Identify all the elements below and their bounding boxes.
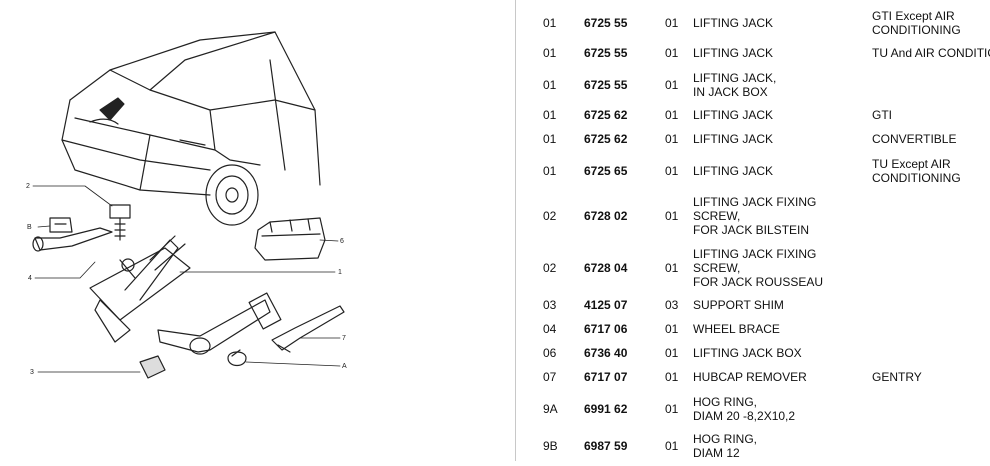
callout-4: 4 (28, 275, 32, 282)
callout-leader-lines (32, 185, 341, 373)
table-row: 01 6725 55 01 LIFTING JACK TU And AIR CO… (516, 46, 990, 60)
table-row: 07 6717 07 01 HUBCAP REMOVER GENTRY (516, 370, 990, 384)
quantity-cell: 01 (665, 261, 679, 275)
jack-box-illustration (254, 217, 326, 261)
quantity-cell: 01 (665, 346, 679, 360)
callout-2: 2 (26, 183, 30, 190)
quantity-cell: 01 (665, 209, 679, 223)
hog-ring-b-illustration (49, 217, 73, 233)
table-row: 01 6725 65 01 LIFTING JACK TU Except AIR… (516, 156, 990, 186)
fixing-screw-illustration (109, 204, 131, 241)
part-number-cell: 6717 06 (584, 322, 628, 336)
part-number-cell: 6725 55 (584, 46, 628, 60)
quantity-cell: 01 (665, 370, 679, 384)
note-cell: TU Except AIR CONDITIONING (872, 157, 961, 185)
car-illustration (61, 31, 321, 226)
part-number-cell: 6991 62 (584, 402, 628, 416)
part-number-cell: 4125 07 (584, 298, 628, 312)
wheel-brace-illustration (157, 292, 282, 355)
description-cell: LIFTING JACK, IN JACK BOX (693, 71, 777, 99)
table-row: 01 6725 62 01 LIFTING JACK CONVERTIBLE (516, 132, 990, 146)
quantity-cell: 01 (665, 164, 679, 178)
table-row: 01 6725 55 01 LIFTING JACK, IN JACK BOX (516, 70, 990, 100)
callout-6: 6 (340, 238, 344, 245)
note-cell: GTI Except AIR CONDITIONING (872, 9, 961, 37)
description-cell: HUBCAP REMOVER (693, 370, 807, 384)
ref-cell: 01 (543, 16, 557, 30)
description-cell: LIFTING JACK (693, 108, 774, 122)
parts-diagram: 2 B 4 1 6 7 3 A (26, 31, 347, 379)
table-row: 01 6725 55 01 LIFTING JACK GTI Except AI… (516, 8, 990, 38)
description-cell: LIFTING JACK (693, 132, 774, 146)
part-number-cell: 6717 07 (584, 370, 628, 384)
note-cell: TU And AIR CONDITIONING (872, 46, 990, 60)
part-number-cell: 6725 62 (584, 132, 628, 146)
ref-cell: 01 (543, 132, 557, 146)
ref-cell: 01 (543, 78, 557, 92)
ref-cell: 9A (543, 402, 558, 416)
quantity-cell: 01 (665, 439, 679, 453)
callout-3: 3 (30, 369, 34, 376)
part-number-cell: 6725 65 (584, 164, 628, 178)
ref-cell: 01 (543, 108, 557, 122)
description-cell: WHEEL BRACE (693, 322, 780, 336)
part-number-cell: 6725 62 (584, 108, 628, 122)
part-number-cell: 6725 55 (584, 78, 628, 92)
callout-a: A (342, 363, 347, 370)
callout-1: 1 (338, 269, 342, 276)
note-cell: GTI (872, 108, 892, 122)
lifting-jack-illustration (89, 235, 191, 343)
ref-cell: 02 (543, 209, 557, 223)
part-number-cell: 6728 04 (584, 261, 628, 275)
quantity-cell: 01 (665, 46, 679, 60)
hog-ring-a-illustration (227, 349, 247, 367)
table-row: 02 6728 04 01 LIFTING JACK FIXING SCREW,… (516, 246, 990, 290)
part-number-cell: 6725 55 (584, 16, 628, 30)
ref-cell: 07 (543, 370, 557, 384)
table-row: 9B 6987 59 01 HOG RING, DIAM 12 (516, 432, 990, 460)
ref-cell: 02 (543, 261, 557, 275)
description-cell: LIFTING JACK FIXING SCREW, FOR JACK BILS… (693, 195, 817, 237)
part-number-cell: 6736 40 (584, 346, 628, 360)
support-shim-illustration (139, 355, 166, 379)
jack-tools-illustration: 2 B 4 1 6 7 3 A (26, 31, 347, 379)
quantity-cell: 01 (665, 16, 679, 30)
hubcap-remover-illustration (271, 305, 345, 353)
description-cell: LIFTING JACK FIXING SCREW, FOR JACK ROUS… (693, 247, 824, 289)
description-cell: LIFTING JACK (693, 164, 774, 178)
table-row: 06 6736 40 01 LIFTING JACK BOX (516, 346, 990, 360)
part-number-cell: 6987 59 (584, 439, 628, 453)
callout-7: 7 (342, 335, 346, 342)
part-number-cell: 6728 02 (584, 209, 628, 223)
table-row: 04 6717 06 01 WHEEL BRACE (516, 322, 990, 336)
note-cell: CONVERTIBLE (872, 132, 957, 146)
description-cell: LIFTING JACK (693, 16, 774, 30)
wheel-brace-small-illustration (32, 227, 113, 252)
table-row: 03 4125 07 03 SUPPORT SHIM (516, 298, 990, 312)
ref-cell: 01 (543, 164, 557, 178)
quantity-cell: 01 (665, 402, 679, 416)
parts-list: 01 6725 55 01 LIFTING JACK GTI Except AI… (516, 0, 990, 461)
description-cell: SUPPORT SHIM (693, 298, 784, 312)
quantity-cell: 01 (665, 108, 679, 122)
table-row: 01 6725 62 01 LIFTING JACK GTI (516, 108, 990, 122)
description-cell: HOG RING, DIAM 12 (693, 432, 758, 460)
ref-cell: 01 (543, 46, 557, 60)
ref-cell: 06 (543, 346, 557, 360)
description-cell: LIFTING JACK BOX (693, 346, 802, 360)
ref-cell: 03 (543, 298, 557, 312)
callout-b: B (27, 224, 32, 231)
description-cell: HOG RING, DIAM 20 -8,2X10,2 (693, 395, 796, 423)
ref-cell: 9B (543, 439, 558, 453)
table-row: 9A 6991 62 01 HOG RING, DIAM 20 -8,2X10,… (516, 394, 990, 424)
ref-cell: 04 (543, 322, 557, 336)
quantity-cell: 01 (665, 322, 679, 336)
column-divider (515, 0, 516, 461)
table-row: 02 6728 02 01 LIFTING JACK FIXING SCREW,… (516, 194, 990, 238)
quantity-cell: 03 (665, 298, 679, 312)
quantity-cell: 01 (665, 78, 679, 92)
description-cell: LIFTING JACK (693, 46, 774, 60)
note-cell: GENTRY (872, 370, 922, 384)
quantity-cell: 01 (665, 132, 679, 146)
